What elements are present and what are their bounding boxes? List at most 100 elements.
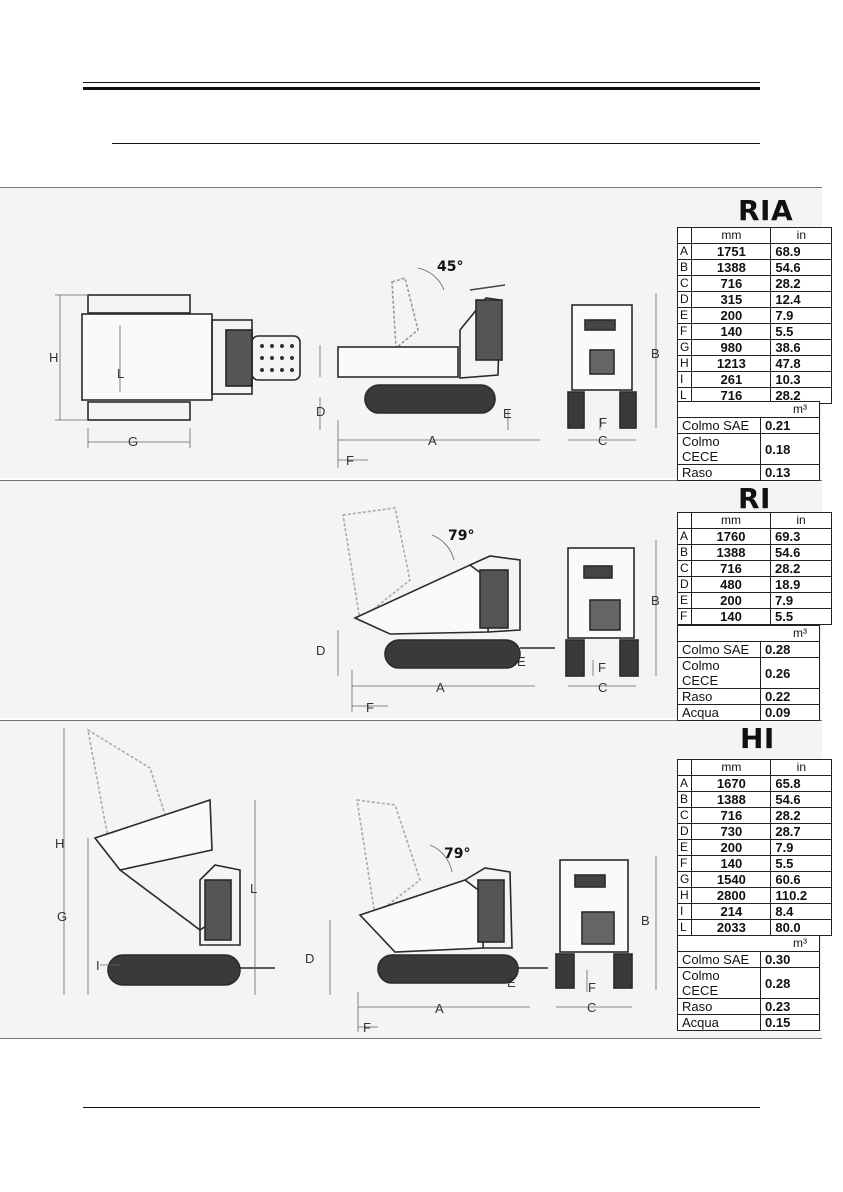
dimension-letter: E (676, 839, 693, 856)
value-mm: 261 (691, 371, 772, 388)
ri-front-view-drawing (565, 547, 639, 677)
dimension-letter: I (676, 371, 693, 388)
value-mm: 140 (691, 323, 772, 340)
volume-value: 0.30 (760, 951, 820, 968)
dimension-letter: A (676, 775, 693, 792)
model-title-ri: RI (738, 482, 771, 515)
dim-letter-d: D (305, 951, 314, 966)
value-mm: 480 (691, 576, 771, 593)
hi-front-view-drawing (555, 859, 633, 989)
dimension-letter: F (676, 855, 693, 872)
dim-letter-d: D (316, 643, 325, 658)
dimension-letter: F (676, 323, 693, 340)
dim-letter-b: B (651, 593, 660, 608)
dim-letter-a: A (428, 433, 437, 448)
value-in: 28.7 (770, 823, 833, 840)
dim-letter-e: E (503, 406, 512, 421)
ria-side-view-drawing (337, 276, 506, 414)
volume-name: Acqua (677, 704, 761, 721)
value-in: 7.9 (770, 592, 832, 609)
table-header-row: mm in (676, 759, 833, 776)
value-mm: 1388 (691, 791, 772, 808)
section-ri-divider (0, 480, 822, 481)
dimension-letter: C (676, 275, 693, 292)
dimension-letter: H (676, 887, 693, 904)
value-in: 65.8 (770, 775, 833, 792)
value-mm: 980 (691, 339, 772, 356)
dimension-letter: F (677, 608, 692, 625)
dimension-letter: G (676, 871, 693, 888)
dim-letter-i: I (96, 958, 100, 973)
table-cell (676, 759, 693, 776)
value-mm: 716 (691, 560, 771, 577)
dim-letter-h: H (49, 350, 58, 365)
ri-side-view-drawing (342, 507, 555, 669)
model-title-ria: RIA (738, 194, 794, 227)
dim-letter-c: C (598, 680, 607, 695)
dim-letter-l: L (250, 881, 257, 896)
dimension-letter: E (676, 307, 693, 324)
dimension-letter: C (677, 560, 692, 577)
volume-name: Raso (677, 464, 761, 481)
value-in: 60.6 (770, 871, 833, 888)
ria-top-view-drawing (81, 294, 301, 421)
value-mm: 140 (691, 608, 771, 625)
dimension-letter: E (677, 592, 692, 609)
ria-tip-angle: 45° (437, 259, 463, 275)
value-in: 68.9 (770, 243, 833, 260)
dimension-letter: D (676, 291, 693, 308)
value-in: 54.6 (770, 544, 832, 561)
volume-name: Colmo SAE (677, 417, 761, 434)
dimension-letter: H (676, 355, 693, 372)
dim-letter-g: G (57, 909, 67, 924)
value-mm: 200 (691, 839, 772, 856)
volume-value: 0.09 (760, 704, 820, 721)
unit-mm-header: mm (691, 227, 772, 244)
dim-letter-f: F (363, 1020, 371, 1035)
value-in: 5.5 (770, 608, 832, 625)
value-mm: 2033 (691, 919, 772, 936)
dimension-letter: D (676, 823, 693, 840)
value-mm: 716 (691, 275, 772, 292)
value-in: 5.5 (770, 323, 833, 340)
value-mm: 716 (691, 807, 772, 824)
section-ria-divider (0, 187, 822, 188)
volume-unit-header: m³ (677, 401, 820, 418)
volume-value: 0.28 (760, 641, 820, 658)
dimension-letter: A (677, 528, 692, 545)
dim-letter-g: G (128, 434, 138, 449)
footer-rule (83, 1107, 760, 1108)
volume-name: Raso (677, 688, 761, 705)
dim-letter-a: A (435, 1001, 444, 1016)
value-in: 7.9 (770, 839, 833, 856)
volume-unit-header: m³ (677, 625, 820, 642)
value-mm: 1213 (691, 355, 772, 372)
volume-name: Acqua (677, 1014, 761, 1031)
value-in: 28.2 (770, 807, 833, 824)
dim-letter-b: B (641, 913, 650, 928)
value-in: 28.2 (770, 560, 832, 577)
value-mm: 200 (691, 307, 772, 324)
unit-in-header: in (770, 227, 833, 244)
